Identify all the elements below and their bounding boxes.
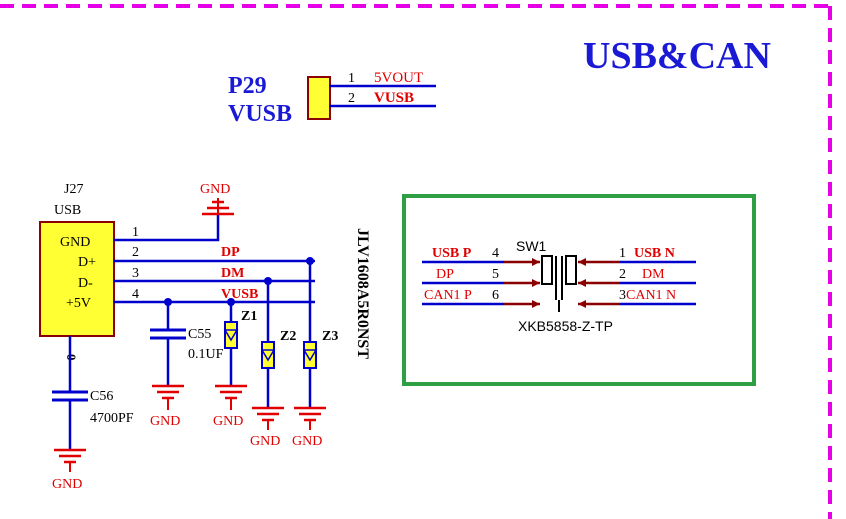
sw1-pin2-num: 2	[619, 267, 626, 282]
sw1-label-can1-p: CAN1 P	[424, 288, 472, 303]
j27-type: USB	[54, 203, 81, 218]
tvs-part-number: JLV1608A5R0NST	[354, 228, 371, 359]
sw1-label-dp: DP	[436, 267, 454, 282]
j27-pin2-num: 2	[132, 245, 139, 260]
c56-value: 4700PF	[90, 411, 134, 426]
gnd-symbol-z3: GND	[292, 406, 326, 449]
gnd-label-c56: GND	[52, 477, 82, 492]
sw1-pin5-num: 5	[492, 267, 499, 282]
z3-ref: Z3	[322, 329, 338, 344]
z2-ref: Z2	[280, 329, 296, 344]
j27-wires: DP DM VUSB	[68, 214, 315, 392]
sw1-highlight-box	[402, 194, 756, 386]
j27-pin-name-5v: +5V	[66, 296, 91, 311]
p29-pin2-num: 2	[348, 91, 355, 106]
z2-tvs-diode: Z2	[260, 281, 296, 408]
p29-body	[307, 76, 331, 120]
sw1-label-usb-p: USB P	[432, 246, 472, 261]
j27-connector: J27 USB GND D+ D- +5V 1 2 3 4 0	[39, 182, 139, 361]
gnd-label-z2: GND	[250, 434, 280, 449]
sheet-title: USB&CAN	[583, 35, 771, 77]
j27-pin-name-dm: D-	[78, 276, 93, 291]
c56-capacitor: C56 4700PF	[52, 389, 134, 450]
gnd-label-z3: GND	[292, 434, 322, 449]
p29-ref: P29	[228, 73, 267, 99]
sw1-pin4-num: 4	[492, 246, 499, 261]
gnd-symbol-c55: GND	[150, 384, 184, 429]
gnd-wire	[114, 214, 220, 242]
p29-pin1-num: 1	[348, 71, 355, 86]
p29-connector: P29 VUSB 1 2 5VOUT VUSB	[228, 70, 436, 127]
p29-pin1-net: 5VOUT	[374, 70, 423, 86]
net-label-dm: DM	[221, 266, 244, 281]
j27-pin1-num: 1	[132, 225, 139, 240]
c55-value: 0.1UF	[188, 347, 224, 362]
gnd-label-top: GND	[200, 182, 230, 197]
sw1-label-usb-n: USB N	[634, 246, 675, 261]
sheet-border	[0, 4, 832, 519]
c55-capacitor: C55 0.1UF	[150, 302, 224, 386]
gnd-symbol-z1: GND	[213, 384, 247, 429]
net-label-vusb: VUSB	[221, 287, 258, 302]
z1-tvs-diode: Z1	[223, 302, 257, 386]
net-label-dp: DP	[221, 245, 240, 260]
j27-body	[39, 221, 115, 337]
c56-pin-label: 0	[64, 354, 79, 361]
gnd-symbol-top: GND	[200, 182, 234, 216]
gnd-label-z1: GND	[213, 414, 243, 429]
sw1-switch: SW1 XKB5858-Z-TP USB P 4 DP 5	[422, 238, 696, 334]
sw1-pin3-num: 3	[619, 288, 626, 303]
c56-ref: C56	[90, 389, 113, 404]
sw1-label-dm: DM	[642, 267, 665, 282]
c55-ref: C55	[188, 327, 211, 342]
z1-ref: Z1	[241, 309, 257, 324]
gnd-label-c55: GND	[150, 414, 180, 429]
j27-pin3-num: 3	[132, 266, 139, 281]
sw1-pin6-num: 6	[492, 288, 499, 303]
sw1-pin1-num: 1	[619, 246, 626, 261]
z3-tvs-diode: Z3	[302, 261, 338, 408]
sw1-ref: SW1	[516, 238, 547, 254]
sw1-part: XKB5858-Z-TP	[518, 318, 613, 334]
j27-pin-name-gnd: GND	[60, 235, 90, 250]
j27-pin4-num: 4	[132, 287, 139, 302]
p29-name: VUSB	[228, 101, 292, 127]
sw1-label-can1-n: CAN1 N	[626, 288, 676, 303]
p29-pin2-net: VUSB	[374, 90, 414, 106]
gnd-symbol-z2: GND	[250, 406, 284, 449]
j27-ref: J27	[64, 182, 83, 197]
j27-pin-name-dp: D+	[78, 255, 96, 270]
gnd-symbol-c56: GND	[52, 448, 86, 492]
